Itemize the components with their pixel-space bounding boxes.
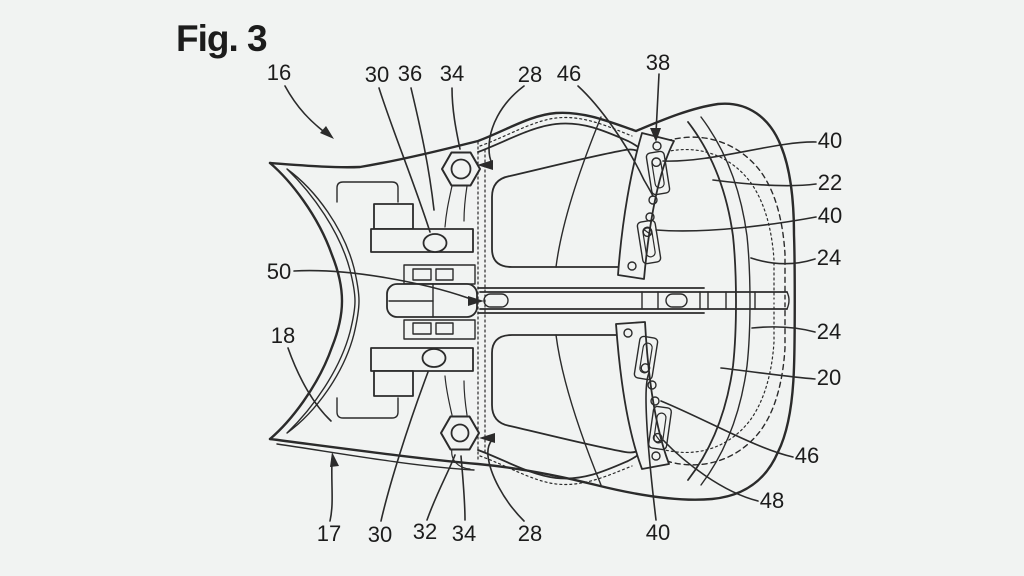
leader-arrowheads — [320, 126, 661, 467]
ref-label-32: 32 — [412, 519, 438, 544]
ref-label-50: 50 — [266, 259, 292, 284]
ref-label-18: 18 — [270, 323, 296, 348]
ref-label-17: 17 — [316, 521, 342, 546]
panels — [477, 116, 705, 486]
ref-label-28-bottom: 28 — [517, 521, 543, 546]
ref-label-20: 20 — [816, 365, 842, 390]
ref-label-28-top: 28 — [517, 62, 543, 87]
fold-bands — [477, 116, 648, 486]
leader-lines — [284, 73, 817, 522]
bracket-top — [617, 132, 675, 280]
ref-label-16: 16 — [266, 60, 292, 85]
ref-label-46-top: 46 — [556, 61, 582, 86]
central-stack — [336, 181, 478, 470]
ref-label-34-top: 34 — [439, 61, 465, 86]
ref-label-24-upper: 24 — [816, 245, 842, 270]
ref-label-34-bottom: 34 — [451, 521, 477, 546]
ref-label-40-right2: 40 — [817, 203, 843, 228]
ref-label-30-bottom: 30 — [367, 522, 393, 547]
hex-nuts — [440, 151, 481, 451]
ref-label-24-lower: 24 — [816, 319, 842, 344]
ref-label-48: 48 — [759, 488, 785, 513]
ref-label-38: 38 — [645, 50, 671, 75]
rim-contours — [651, 136, 786, 466]
bracket-bottom — [615, 321, 673, 470]
ref-label-40-right1: 40 — [817, 128, 843, 153]
ref-label-22: 22 — [817, 170, 843, 195]
ref-label-30-top: 30 — [364, 62, 390, 87]
outer-silhouette — [268, 102, 796, 501]
centre-seam — [479, 291, 790, 310]
figure-title: Fig. 3 — [176, 18, 268, 59]
shell-front-edge — [687, 116, 751, 486]
ref-label-36: 36 — [397, 61, 423, 86]
ref-label-46-bottom: 46 — [794, 443, 820, 468]
ref-label-40-bottom: 40 — [645, 520, 671, 545]
claw-inner-wall — [286, 168, 360, 434]
